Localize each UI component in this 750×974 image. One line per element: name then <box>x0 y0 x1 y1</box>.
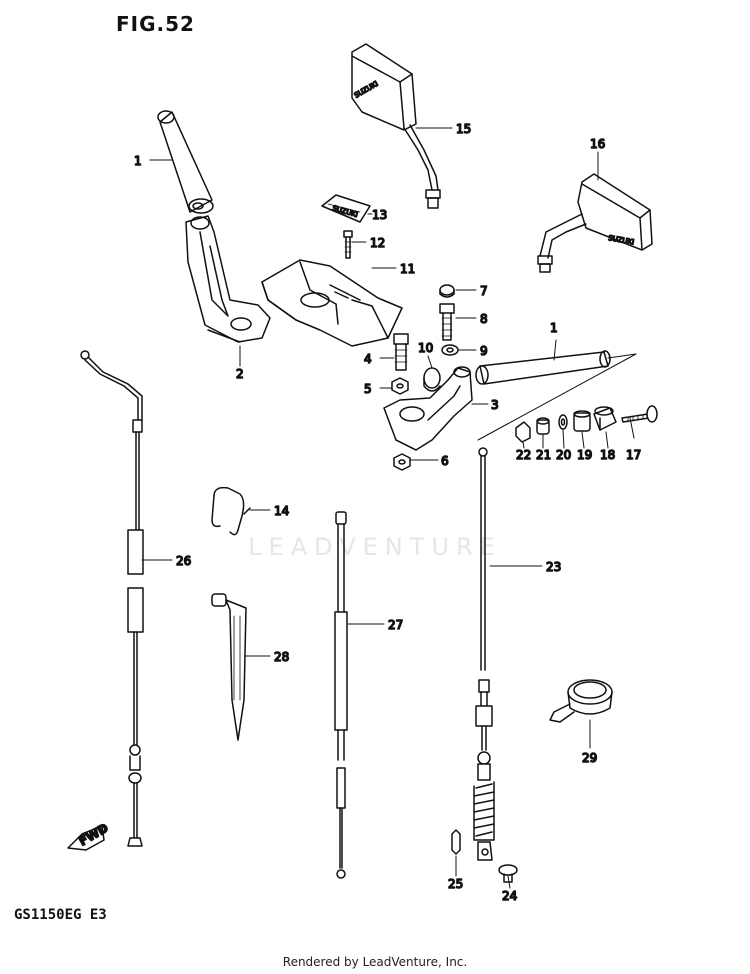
callout-18: 18 <box>600 448 615 462</box>
callout-22: 22 <box>516 448 531 462</box>
callout-19: 19 <box>577 448 592 462</box>
spacer-21[interactable] <box>536 417 550 435</box>
right-mirror[interactable]: SUZUKI <box>537 173 653 273</box>
callout-17: 17 <box>626 448 641 462</box>
callout-24: 24 <box>502 889 517 903</box>
left-mirror[interactable]: SUZUKI <box>351 43 441 209</box>
left-handlebar[interactable] <box>185 215 271 343</box>
callout-4: 4 <box>364 352 372 366</box>
callout-21: 21 <box>536 448 551 462</box>
throttle-cable-27[interactable] <box>334 511 348 879</box>
callout-28: 28 <box>274 650 289 664</box>
callout-1b: 1 <box>550 321 558 335</box>
callout-10: 10 <box>418 341 433 355</box>
forward-arrow-icon: FWD <box>67 820 111 851</box>
callout-26: 26 <box>176 554 191 568</box>
handlebar-clamp-cover[interactable] <box>261 259 403 347</box>
leader-lines <box>141 127 635 889</box>
throttle-cable-26[interactable] <box>80 350 144 847</box>
callout-29: 29 <box>582 751 597 765</box>
callout-12: 12 <box>370 236 385 250</box>
grip-guide-line <box>477 353 637 441</box>
callout-20: 20 <box>556 448 571 462</box>
callout-2: 2 <box>236 367 244 381</box>
cable-clip-14[interactable] <box>211 486 251 536</box>
bolt-8[interactable] <box>439 303 455 341</box>
grip-guide-line-b <box>607 353 637 359</box>
callout-11: 11 <box>400 262 415 276</box>
emblem-screw[interactable] <box>343 230 353 259</box>
callout-23: 23 <box>546 560 561 574</box>
washer-20[interactable] <box>558 414 568 430</box>
right-handlebar[interactable] <box>383 366 473 451</box>
callout-labels: 1 2 3 4 5 6 7 8 9 10 11 12 13 14 15 16 1… <box>133 121 642 904</box>
callout-6: 6 <box>441 454 449 468</box>
callout-25: 25 <box>448 877 463 891</box>
bolt-17[interactable] <box>621 405 658 423</box>
cable-tie-28[interactable] <box>211 593 247 741</box>
gauge-29[interactable] <box>549 679 613 723</box>
bushing-10[interactable] <box>423 367 441 392</box>
washer-9[interactable] <box>441 344 459 356</box>
model-code: GS1150EG E3 <box>14 907 107 923</box>
clamp-emblem[interactable]: SUZUKI <box>321 194 371 223</box>
watermark: LEADVENTURE <box>248 533 502 561</box>
callout-27: 27 <box>388 618 403 632</box>
bolt-24[interactable] <box>498 864 518 883</box>
callout-3: 3 <box>491 398 499 412</box>
nut-5[interactable] <box>391 377 409 395</box>
bar-end-22[interactable] <box>515 421 531 443</box>
callout-16: 16 <box>590 137 605 151</box>
left-grip[interactable] <box>157 110 214 214</box>
callout-5: 5 <box>364 382 372 396</box>
callout-8: 8 <box>480 312 488 326</box>
clutch-cable-23[interactable] <box>473 447 495 861</box>
callout-13: 13 <box>372 208 387 222</box>
callout-1: 1 <box>134 154 142 168</box>
callout-7: 7 <box>480 284 488 298</box>
callout-14: 14 <box>274 504 289 518</box>
callout-9: 9 <box>480 344 488 358</box>
nut-6[interactable] <box>393 453 411 471</box>
pin-25[interactable] <box>451 829 461 855</box>
right-grip[interactable] <box>475 350 611 385</box>
callout-15: 15 <box>456 122 471 136</box>
weight-19[interactable] <box>573 410 591 432</box>
figure-title: FIG.52 <box>116 12 195 36</box>
cap-7[interactable] <box>439 284 455 298</box>
footer-credit: Rendered by LeadVenture, Inc. <box>282 955 468 969</box>
weight-18[interactable] <box>593 406 617 431</box>
bolt-4[interactable] <box>393 333 409 371</box>
